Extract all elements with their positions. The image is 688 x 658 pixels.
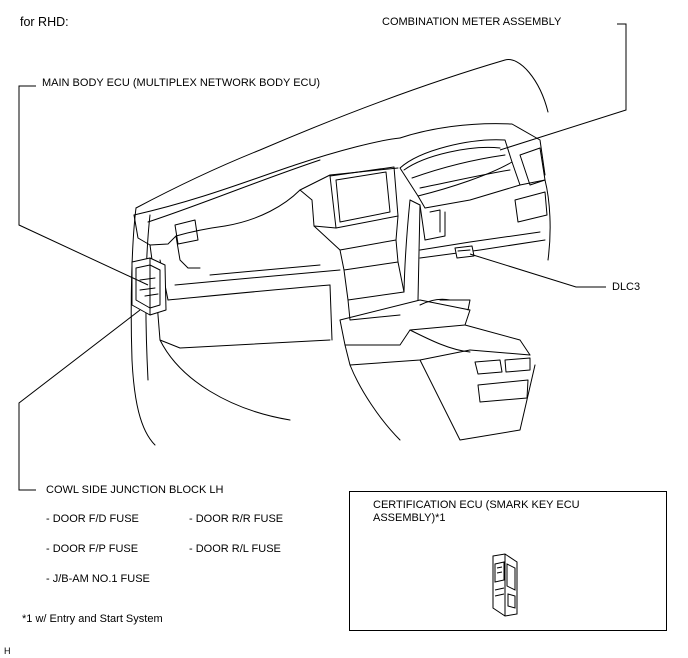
dlc3-connector (454, 245, 475, 259)
dash-top (133, 137, 401, 216)
main-body-ecu-label: MAIN BODY ECU (MULTIPLEX NETWORK BODY EC… (42, 77, 321, 89)
leader-combination-meter (499, 23, 627, 151)
cowl-side-jb-label: COWL SIDE JUNCTION BLOCK LH (46, 484, 224, 496)
certification-ecu-title: CERTIFICATION ECU (SMARK KEY ECU ASSEMBL… (373, 499, 633, 525)
fuse-door-fd: - DOOR F/D FUSE (46, 513, 139, 525)
certification-ecu-title-line1: CERTIFICATION ECU (SMARK KEY ECU (373, 499, 580, 511)
header-label: for RHD: (20, 15, 69, 29)
center-screen (335, 171, 391, 223)
fuse-jb-am: - J/B-AM NO.1 FUSE (46, 573, 150, 585)
fuse-door-rr: - DOOR R/R FUSE (189, 513, 284, 525)
corner-mark: H (4, 646, 11, 656)
combination-meter-label: COMBINATION METER ASSEMBLY (382, 16, 562, 28)
windshield-outline (135, 59, 549, 209)
leader-main-body-ecu (18, 85, 149, 286)
fuse-door-fp: - DOOR F/P FUSE (46, 543, 139, 555)
certification-ecu-icon (492, 553, 518, 617)
footnote: *1 w/ Entry and Start System (22, 613, 163, 625)
certification-ecu-box: CERTIFICATION ECU (SMARK KEY ECU ASSEMBL… (349, 491, 667, 631)
leader-cowl-side-jb (18, 309, 141, 491)
fuse-door-rl: - DOOR R/L FUSE (189, 543, 281, 555)
dlc3-label: DLC3 (612, 281, 641, 293)
certification-ecu-title-line2: ASSEMBLY)*1 (373, 512, 446, 524)
leader-dlc3 (469, 253, 606, 288)
